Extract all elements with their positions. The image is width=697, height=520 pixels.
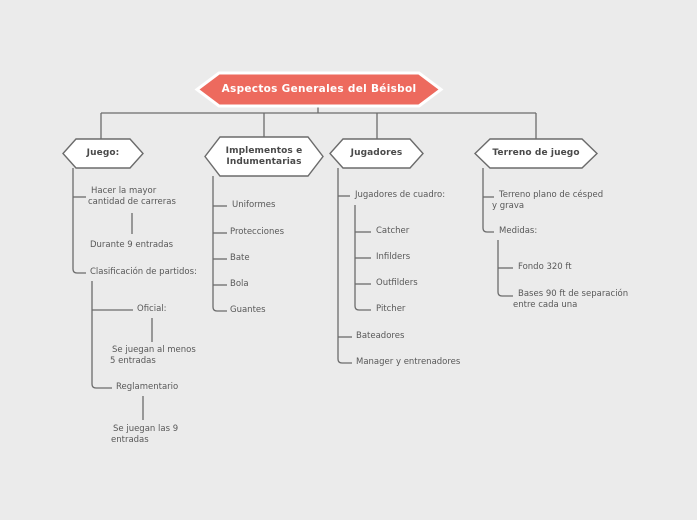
node-terreno[interactable]: Terreno de juego [473, 138, 599, 169]
leaf-superficie[interactable]: Terreno plano de césped y grava [492, 190, 604, 211]
leaf-infilders[interactable]: Infilders [376, 252, 411, 262]
leaf-bases[interactable]: Bases 90 ft de separación entre cada una [513, 289, 629, 310]
branch-label-jugadores: Jugadores [350, 148, 403, 158]
leaf-manager[interactable]: Manager y entrenadores [356, 357, 461, 367]
node-juego[interactable]: Juego: [62, 138, 144, 169]
hexagon-shape [62, 138, 144, 169]
node-jugadores[interactable]: Jugadores [329, 138, 424, 169]
hexagon-shape [473, 138, 599, 169]
leaf-pitcher[interactable]: Pitcher [376, 304, 406, 314]
connector-juego-trunk [72, 168, 86, 274]
connector-implementos-trunk [212, 176, 227, 312]
leaf-objetivo[interactable]: Hacer la mayor cantidad de carreras [88, 186, 176, 207]
branch-label-terreno: Terreno de juego [492, 148, 580, 158]
hexagon-shape [204, 136, 324, 177]
leaf-protecciones[interactable]: Protecciones [230, 227, 285, 237]
connector-medidas-subtrunk [497, 240, 513, 297]
leaf-medidas[interactable]: Medidas: [499, 226, 538, 236]
connector-cuadro-subtrunk [354, 205, 371, 311]
leaf-objetivo-detalle[interactable]: Durante 9 entradas [90, 240, 174, 250]
branch-label-implementos: Implementos e Indumentarias [225, 145, 303, 167]
leaf-catcher[interactable]: Catcher [376, 226, 410, 236]
leaf-reglamentario-detalle[interactable]: Se juegan las 9 entradas [111, 424, 179, 445]
leaf-reglamentario[interactable]: Reglamentario [116, 382, 179, 392]
leaf-uniformes[interactable]: Uniformes [232, 200, 276, 210]
connector-clasificacion-trunk [91, 281, 112, 389]
leaf-oficial[interactable]: Oficial: [137, 304, 167, 314]
leaf-guantes[interactable]: Guantes [230, 305, 266, 315]
leaf-oficial-detalle[interactable]: Se juegan al menos 5 entradas [110, 345, 196, 366]
connector-terreno-trunk [482, 168, 494, 233]
leaf-clasificacion[interactable]: Clasificación de partidos: [90, 267, 197, 277]
leaf-fondo[interactable]: Fondo 320 ft [518, 262, 572, 272]
leaf-jugadores-cuadro[interactable]: Jugadores de cuadro: [355, 190, 446, 200]
leaf-bateadores[interactable]: Bateadores [356, 331, 405, 341]
node-implementos[interactable]: Implementos e Indumentarias [204, 136, 324, 177]
hexagon-shape [194, 71, 444, 108]
root-label: Aspectos Generales del Béisbol [221, 83, 417, 95]
connector-jugadores-trunk [337, 168, 352, 364]
branch-label-juego: Juego: [86, 148, 120, 158]
leaf-bola[interactable]: Bola [230, 279, 249, 289]
leaf-outfilders[interactable]: Outfilders [376, 278, 418, 288]
hexagon-shape [329, 138, 424, 169]
leaf-bate[interactable]: Bate [230, 253, 250, 263]
node-root[interactable]: Aspectos Generales del Béisbol [194, 71, 444, 108]
